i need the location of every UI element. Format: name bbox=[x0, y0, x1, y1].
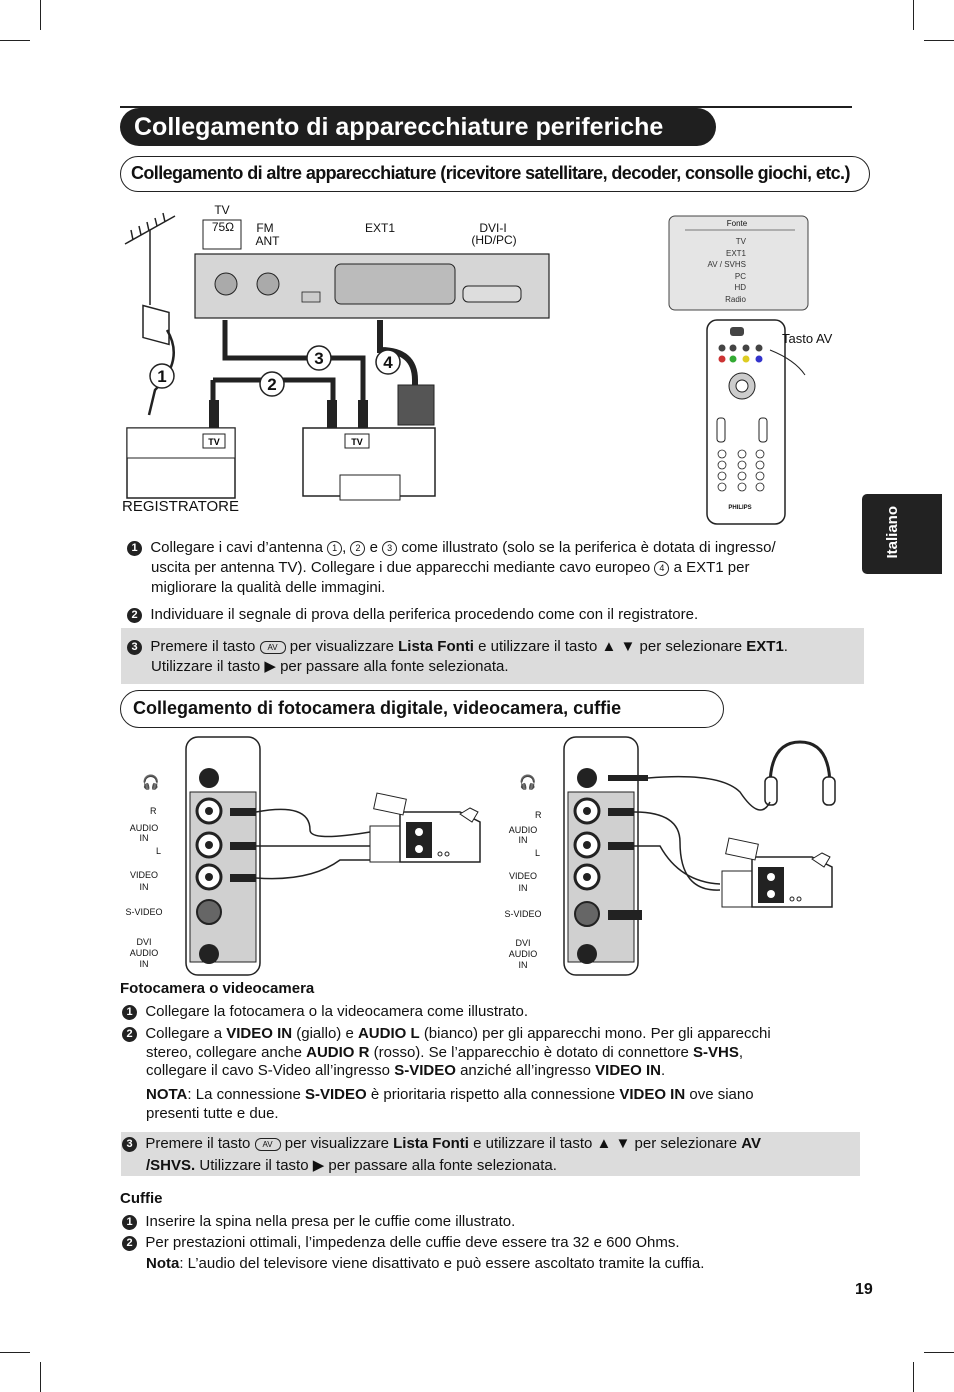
menu-item: EXT1 bbox=[725, 248, 746, 258]
panel-label: R bbox=[535, 810, 542, 820]
side-panel-right bbox=[563, 736, 648, 976]
panel-label: L bbox=[535, 848, 541, 858]
ant-label: ANT bbox=[255, 234, 280, 248]
step-1: 1 Collegare i cavi d’antenna 1, 2 e 3 co… bbox=[127, 538, 847, 598]
section1-heading: Collegamento di altre apparecchiature (r… bbox=[120, 156, 870, 192]
headphones-icon bbox=[764, 740, 836, 806]
menu-item: HD bbox=[734, 283, 746, 293]
language-tab-label: Italiano bbox=[884, 506, 901, 559]
title-rule bbox=[120, 106, 852, 108]
wall-socket bbox=[142, 304, 170, 346]
cam-step-3: 3 Premere il tasto AV per visualizzare L… bbox=[122, 1133, 852, 1177]
panel-label: VIDEO bbox=[508, 871, 537, 881]
panel-label: AUDIO bbox=[508, 825, 538, 835]
recorder-label: REGISTRATORE bbox=[122, 498, 239, 515]
page-title: Collegamento di apparecchiature periferi… bbox=[120, 108, 716, 146]
satellite-receiver-device: TV bbox=[302, 427, 436, 501]
crop-mark bbox=[0, 40, 30, 41]
svg-text:1: 1 bbox=[157, 367, 166, 386]
panel-label: AUDIO bbox=[508, 949, 538, 959]
panel-label: IN bbox=[518, 835, 528, 845]
panel-label: IN bbox=[518, 883, 528, 893]
step-number: 2 bbox=[127, 608, 142, 623]
dvi-label: DVI-I bbox=[479, 221, 507, 235]
dvi-hdpc-label: (HD/PC) bbox=[471, 233, 517, 247]
headphone-symbol-icon: 🎧 bbox=[519, 774, 536, 791]
nota-2: Nota: L’audio del televisore viene disat… bbox=[146, 1255, 705, 1272]
camcorder-icon-right bbox=[721, 837, 833, 908]
panel-label: VIDEO bbox=[129, 870, 158, 880]
crop-mark bbox=[913, 0, 914, 30]
panel-label: DVI bbox=[136, 937, 152, 947]
crop-mark bbox=[924, 1352, 954, 1353]
panel-label: S-VIDEO bbox=[504, 909, 542, 919]
panel-label: L bbox=[156, 846, 162, 856]
cuffie-heading: Cuffie bbox=[120, 1190, 163, 1207]
ext1-label: EXT1 bbox=[364, 221, 395, 235]
menu-item: Radio bbox=[725, 294, 746, 304]
antenna-icon bbox=[124, 212, 176, 305]
crop-mark bbox=[913, 1362, 914, 1392]
panel-label: AUDIO bbox=[129, 823, 159, 833]
svg-text:2: 2 bbox=[267, 375, 276, 394]
menu-title: Fonte bbox=[726, 219, 748, 228]
language-tab: Italiano bbox=[862, 494, 942, 574]
page-number: 19 bbox=[855, 1281, 873, 1298]
ohm-label: 75Ω bbox=[211, 220, 235, 234]
step-2: 2 Individuare il segnale di prova della … bbox=[127, 605, 847, 625]
crop-mark bbox=[40, 1362, 41, 1392]
menu-screen bbox=[668, 215, 809, 311]
cam-step-3-highlight bbox=[121, 1132, 860, 1176]
step-badges bbox=[149, 345, 401, 397]
svg-text:3: 3 bbox=[314, 349, 323, 368]
menu-item: AV / SVHS bbox=[707, 260, 746, 270]
svg-text:4: 4 bbox=[383, 353, 393, 372]
av-key-icon: AV bbox=[254, 1138, 281, 1151]
menu-item: TV bbox=[735, 237, 746, 246]
tv-label: TV bbox=[214, 203, 230, 217]
camcorder-icon-left bbox=[369, 792, 481, 863]
crop-mark bbox=[40, 0, 41, 30]
menu-list: TV EXT1 AV / SVHS PC HD Radio bbox=[690, 236, 746, 306]
panel-label: AUDIO bbox=[129, 948, 159, 958]
crop-mark bbox=[0, 1352, 30, 1353]
recorder-device: TV bbox=[126, 427, 236, 499]
av-key-icon: AV bbox=[259, 641, 286, 654]
step-number: 3 bbox=[127, 640, 142, 655]
panel-label: IN bbox=[139, 882, 149, 892]
cuffie-step-1: 1 Inserire la spina nella presa per le c… bbox=[122, 1212, 852, 1232]
camera-heading: Fotocamera o videocamera bbox=[120, 980, 315, 997]
cam-step-1: 1 Collegare la fotocamera o la videocame… bbox=[122, 1002, 852, 1022]
fm-label: FM bbox=[256, 221, 274, 235]
panel-label: DVI bbox=[515, 938, 531, 948]
dvi-connector bbox=[462, 285, 522, 303]
crop-mark bbox=[924, 40, 954, 41]
step-3-highlight bbox=[121, 628, 864, 684]
remote-brand: PHILIPS bbox=[728, 505, 752, 511]
panel-label: IN bbox=[518, 960, 528, 970]
camera-diagram: 🎧 🎧 bbox=[142, 736, 836, 976]
svg-text:TV: TV bbox=[351, 437, 363, 447]
panel-label: IN bbox=[139, 833, 149, 843]
step-number: 1 bbox=[127, 541, 142, 556]
panel-label: S-VIDEO bbox=[125, 907, 163, 917]
cam-step-2: 2 Collegare a VIDEO IN (giallo) e AUDIO … bbox=[122, 1025, 852, 1081]
connection-diagram: 1 2 3 4 TV TV bbox=[124, 212, 809, 525]
menu-item: PC bbox=[734, 271, 746, 281]
side-panel-left bbox=[185, 736, 371, 976]
nota-1: NOTA: La connessione S-VIDEO è prioritar… bbox=[146, 1086, 754, 1122]
svg-text:TV: TV bbox=[208, 437, 220, 447]
tasto-av-label: Tasto AV bbox=[782, 331, 833, 346]
headphone-symbol-icon: 🎧 bbox=[142, 774, 159, 791]
panel-label: R bbox=[150, 806, 157, 816]
section2-heading: Collegamento di fotocamera digitale, vid… bbox=[120, 690, 724, 728]
cuffie-step-2: 2 Per prestazioni ottimali, l’impedenza … bbox=[122, 1233, 852, 1253]
panel-label: IN bbox=[139, 959, 149, 969]
remote-control-icon bbox=[706, 319, 806, 525]
step-3: 3 Premere il tasto AV per visualizzare L… bbox=[127, 637, 857, 677]
scart-connector bbox=[334, 263, 456, 305]
